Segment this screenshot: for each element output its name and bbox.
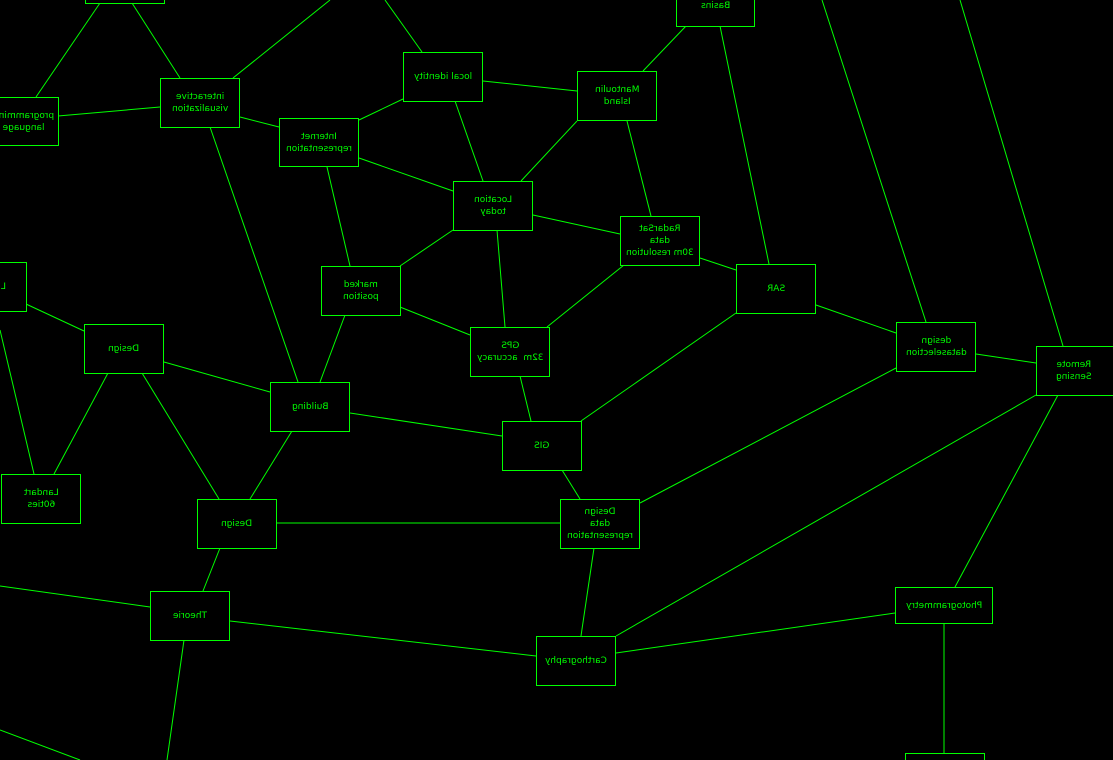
edge	[399, 229, 454, 267]
edge	[25, 303, 85, 332]
node-left-partial[interactable]: L	[0, 262, 27, 312]
node-label: Photogrammetry	[905, 600, 983, 611]
node-theorie[interactable]: Theorie	[150, 591, 230, 641]
edge	[326, 166, 351, 267]
edge	[399, 306, 471, 336]
node-label: Carthography	[545, 656, 607, 666]
node-marked-position[interactable]: marked position	[321, 266, 401, 316]
edge	[520, 120, 578, 182]
node-label: Theorie	[173, 611, 207, 621]
node-programming-language[interactable]: programming language	[0, 97, 59, 146]
edge	[166, 639, 185, 760]
node-gis[interactable]: GIS	[502, 421, 582, 471]
edge	[57, 106, 161, 117]
node-label: Mantoulin Island	[594, 85, 640, 107]
edge	[975, 353, 1037, 364]
edge	[639, 367, 897, 504]
node-label: GPS 32m accuracy	[476, 341, 544, 363]
node-label: RadarSat data 30m resolution	[626, 224, 694, 258]
edge	[319, 314, 346, 383]
edge	[229, 620, 537, 657]
node-top-partial[interactable]	[85, 0, 165, 4]
node-sar[interactable]: SAR	[736, 264, 816, 314]
node-label: design dataselection	[905, 336, 967, 358]
node-design-data-representation[interactable]: Design data representation	[560, 499, 640, 549]
node-local-identity[interactable]: local identity	[403, 52, 483, 102]
node-basins[interactable]: Basins	[676, 0, 755, 27]
node-internet-representation[interactable]: Internet representation	[279, 118, 359, 167]
edge	[358, 98, 404, 121]
node-label: Landart 60ties	[23, 488, 59, 510]
node-location-today[interactable]: Location today	[453, 181, 533, 231]
edge	[699, 257, 737, 271]
node-design-left[interactable]: Design	[84, 324, 164, 374]
edge	[815, 304, 897, 334]
edge	[0, 729, 81, 760]
node-label: GIS	[534, 441, 550, 451]
edge	[35, 2, 101, 98]
node-gps[interactable]: GPS 32m accuracy	[470, 327, 550, 377]
edge	[249, 430, 293, 500]
edge	[580, 312, 737, 422]
node-label: Building	[291, 402, 329, 412]
edge	[615, 612, 896, 654]
edge	[0, 585, 151, 608]
node-label: interactive visualization	[171, 92, 229, 114]
edge	[821, 0, 927, 323]
edge	[202, 547, 221, 592]
node-building[interactable]: Building	[270, 382, 350, 432]
node-label: Design	[108, 344, 140, 354]
node-label: Basins	[700, 1, 731, 11]
edge	[384, 0, 423, 53]
node-bottom-partial[interactable]	[905, 753, 985, 760]
edge	[53, 372, 109, 475]
node-label: Design data representation	[566, 507, 633, 541]
node-label: Design	[221, 519, 253, 529]
node-photogrammetry[interactable]: Photogrammetry	[895, 587, 993, 624]
node-label: SAR	[766, 284, 786, 294]
edge	[131, 2, 181, 79]
edge	[141, 372, 220, 500]
edge	[615, 394, 1037, 637]
node-interactive-visualization[interactable]: interactive visualization	[160, 78, 240, 128]
node-label: marked position	[343, 280, 379, 302]
node-mantoulin-island[interactable]: Mantoulin Island	[577, 71, 657, 121]
edge	[239, 116, 280, 128]
edge	[496, 229, 506, 328]
node-design-mid[interactable]: Design	[197, 499, 277, 549]
edge	[626, 120, 652, 217]
edge	[519, 375, 532, 422]
edge	[349, 412, 503, 437]
node-label: Location today	[473, 195, 513, 217]
edge	[0, 329, 35, 475]
edge	[954, 394, 1059, 588]
node-label: Internet representation	[285, 131, 352, 154]
edge	[532, 214, 621, 235]
node-label: Remote Sensing	[1055, 360, 1092, 382]
node-landart[interactable]: Landart 60ties	[1, 474, 81, 524]
edge	[546, 264, 625, 328]
edge	[163, 361, 271, 393]
edge	[232, 0, 331, 79]
edge	[454, 100, 484, 182]
node-design-dataselection[interactable]: design dataselection	[896, 322, 976, 372]
node-radarsat-data[interactable]: RadarSat data 30m resolution	[620, 216, 700, 266]
node-carthography[interactable]: Carthography	[536, 636, 616, 686]
node-remote-sensing[interactable]: Remote Sensing	[1036, 346, 1113, 396]
edge	[580, 547, 595, 637]
edge	[642, 25, 687, 72]
node-label: L	[0, 282, 6, 292]
node-label: programming language	[0, 110, 54, 133]
node-label: local identity	[413, 72, 473, 82]
edge	[959, 0, 1064, 347]
edge	[358, 157, 454, 192]
edge	[561, 469, 581, 500]
edge	[719, 25, 770, 265]
edge	[482, 80, 578, 92]
edge	[209, 126, 299, 383]
